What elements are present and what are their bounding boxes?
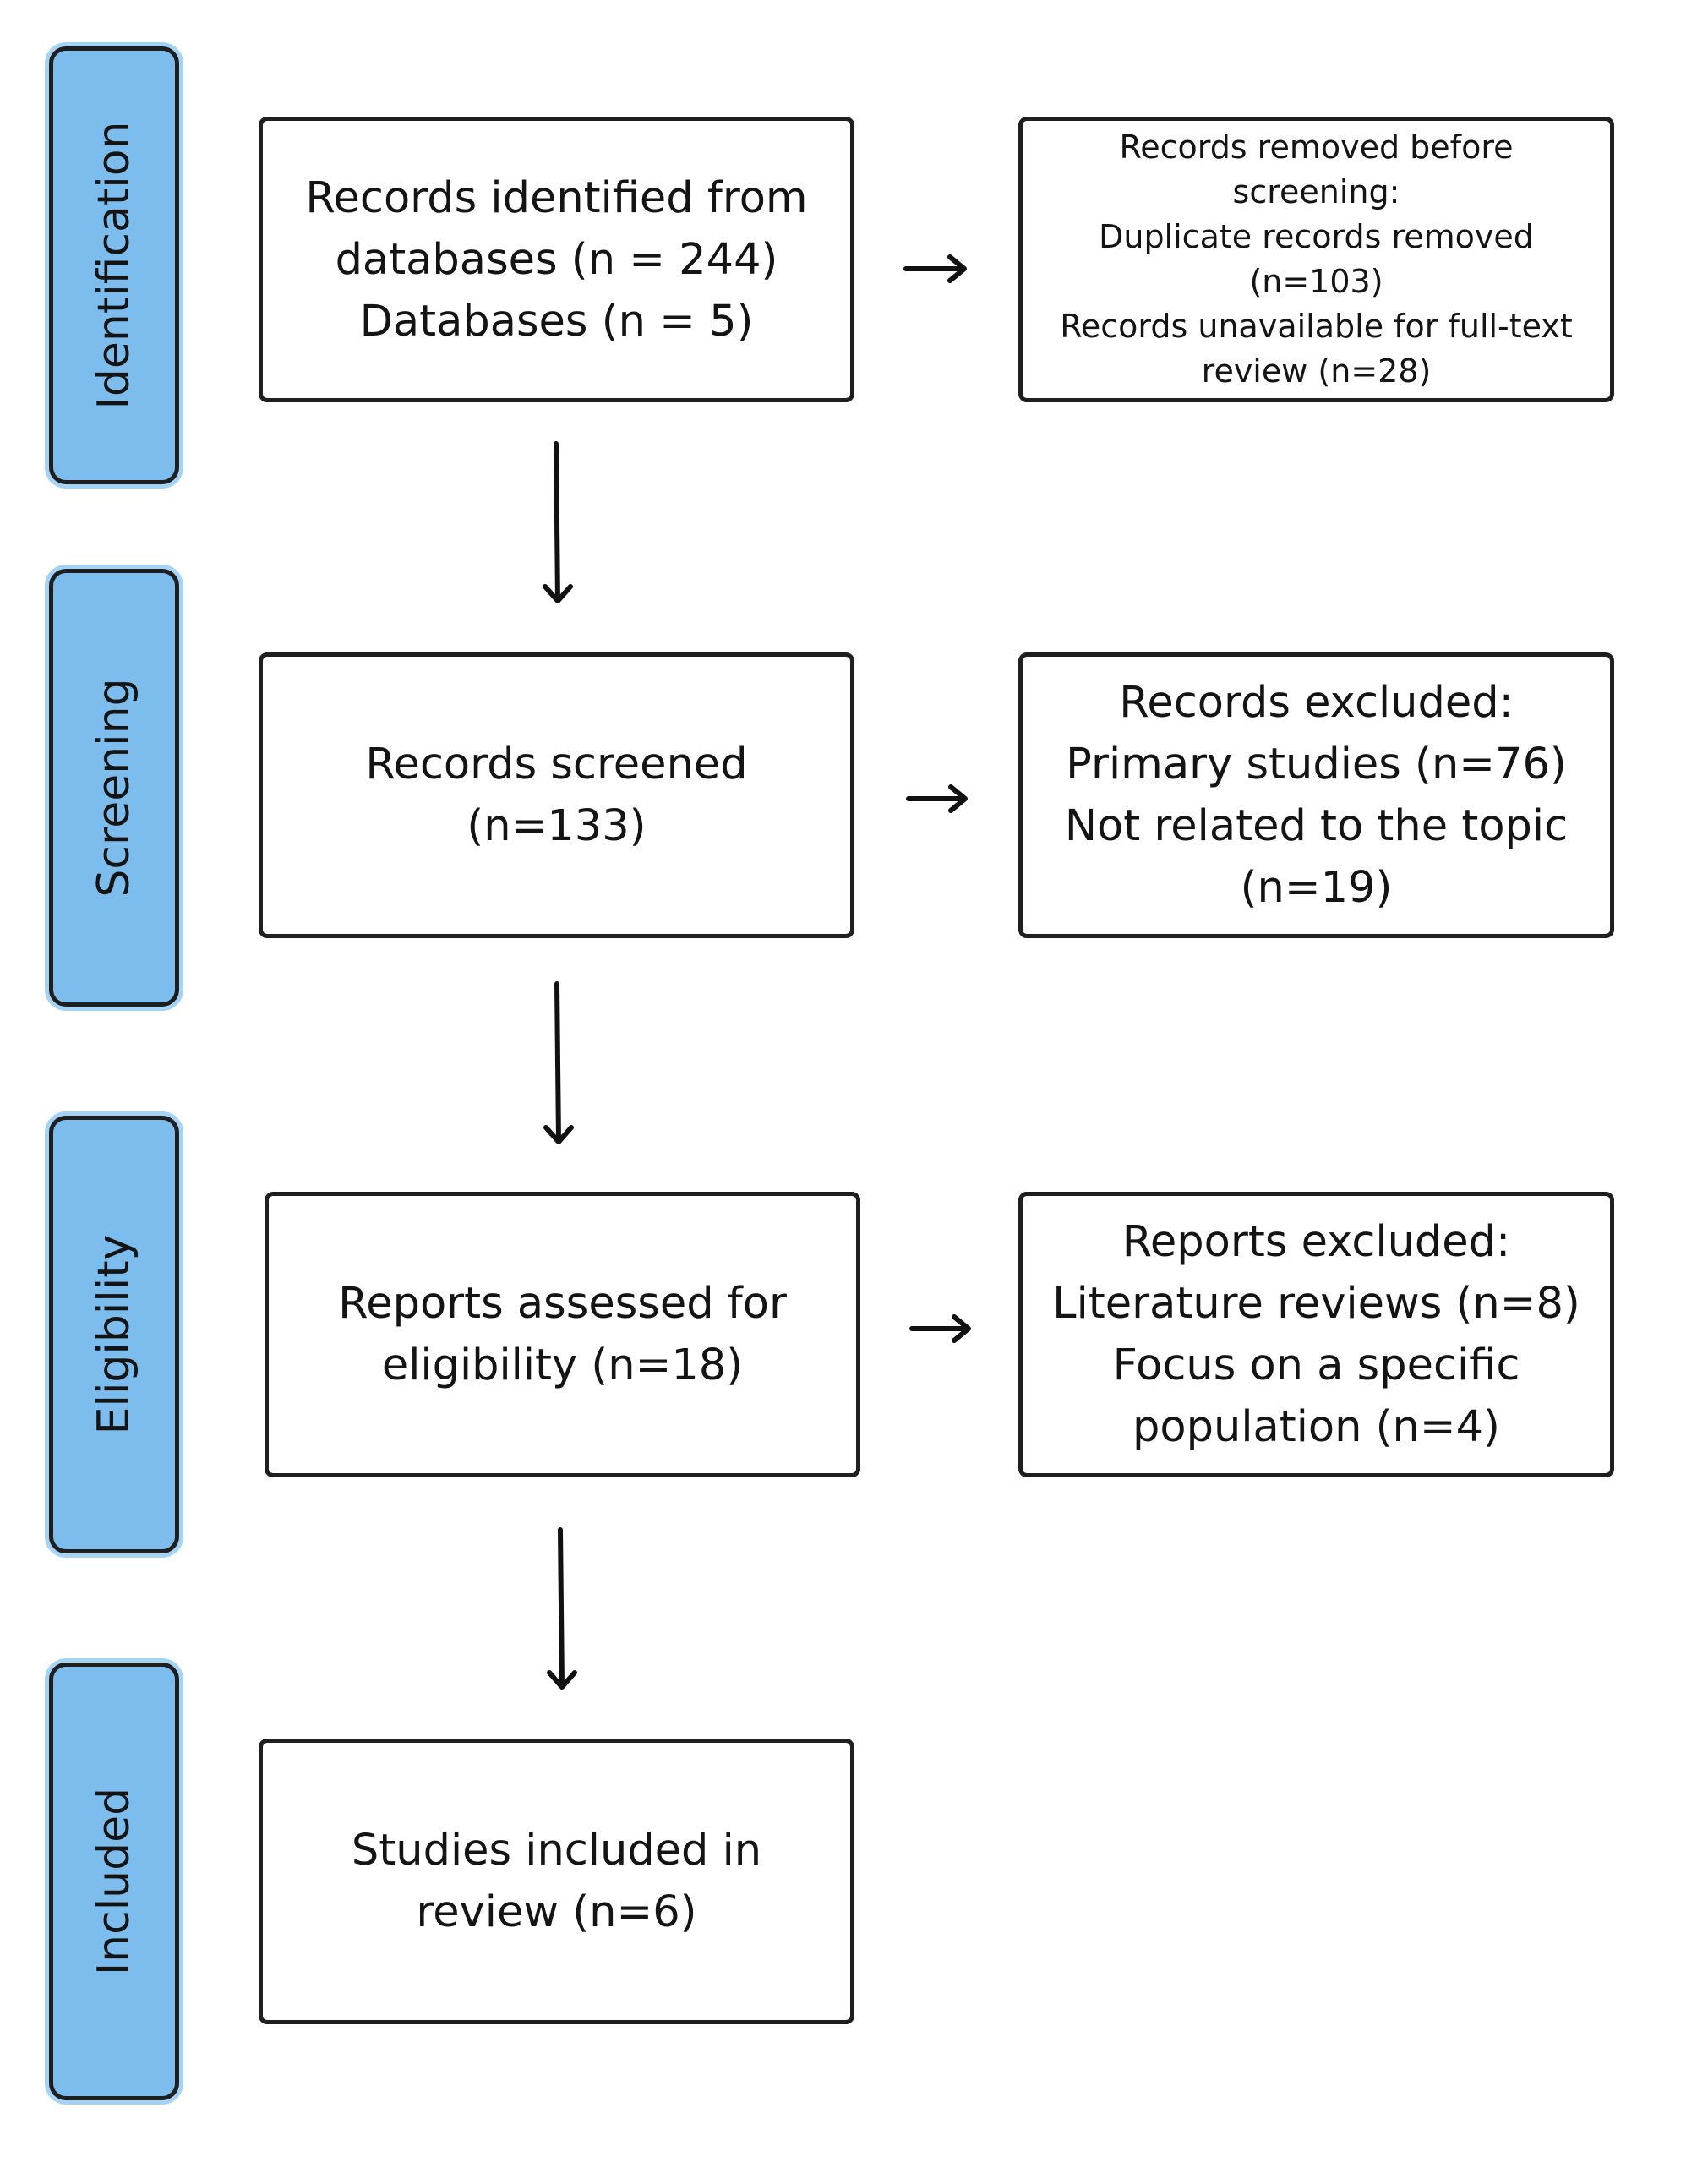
- stage-eligibility: Eligibility: [49, 1116, 179, 1553]
- box-text-line: Reports excluded:: [1121, 1217, 1511, 1267]
- box-text-line: Databases (n = 5): [359, 296, 754, 347]
- box-text-line: Focus on a specific: [1112, 1340, 1520, 1390]
- records-screened-box: Records screened (n=133): [259, 652, 854, 938]
- down-arrow: [543, 441, 573, 603]
- box-text-line: screening:: [1232, 173, 1400, 210]
- reports-excluded-box: Reports excluded: Literature reviews (n=…: [1018, 1192, 1614, 1477]
- down-arrow: [547, 1527, 577, 1690]
- right-arrow: [903, 254, 967, 283]
- box-text-line: eligibility (n=18): [381, 1340, 744, 1390]
- records-removed-box: Records removed before screening: Duplic…: [1018, 117, 1614, 402]
- box-text-line: (n=103): [1249, 263, 1383, 300]
- box-text-line: Reports assessed for: [338, 1279, 787, 1329]
- box-text-line: population (n=4): [1132, 1402, 1500, 1452]
- box-text-line: Studies included in: [351, 1826, 762, 1875]
- box-text-line: Records identified from: [305, 172, 808, 223]
- box-text-line: databases (n = 244): [335, 234, 778, 285]
- box-text-line: Primary studies (n=76): [1066, 740, 1567, 789]
- box-text-line: Literature reviews (n=8): [1052, 1279, 1580, 1329]
- box-text-line: review (n=6): [416, 1887, 697, 1937]
- box-text-line: Records excluded:: [1119, 678, 1514, 728]
- reports-assessed-box: Reports assessed for eligibility (n=18): [265, 1192, 860, 1477]
- stage-included: Included: [49, 1663, 179, 2100]
- box-text-line: Not related to the topic: [1064, 801, 1569, 851]
- box-text-line: Duplicate records removed: [1099, 218, 1534, 255]
- down-arrow: [543, 981, 574, 1144]
- records-excluded-box: Records excluded: Primary studies (n=76)…: [1018, 652, 1614, 938]
- right-arrow: [906, 784, 968, 813]
- box-text-line: Records screened: [365, 740, 748, 789]
- stage-identification: Identification: [49, 46, 179, 484]
- records-identified-box: Records identified from databases (n = 2…: [259, 117, 854, 402]
- box-text-line: Records unavailable for full-text: [1060, 308, 1573, 345]
- right-arrow: [909, 1314, 971, 1343]
- box-text-line: (n=19): [1240, 863, 1393, 913]
- box-text-line: Records removed before: [1119, 128, 1514, 166]
- stage-screening: Screening: [49, 569, 179, 1007]
- studies-included-box: Studies included in review (n=6): [259, 1739, 854, 2024]
- box-text-line: (n=133): [467, 801, 647, 851]
- box-text-line: review (n=28): [1201, 352, 1432, 390]
